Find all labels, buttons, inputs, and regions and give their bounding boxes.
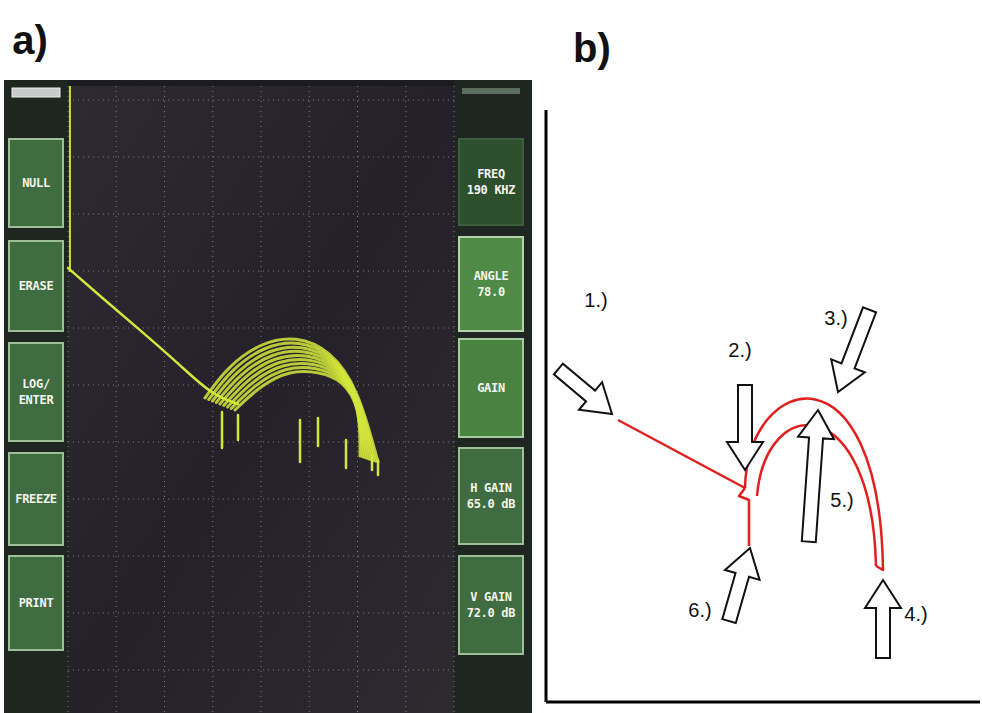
instrument-button: NULL [8,138,64,228]
screen-bezel [4,80,532,713]
callout-arrow [554,364,612,414]
callout-arrow [722,548,759,623]
instrument-button: ANGLE78.0 [458,236,524,332]
plot-axes [546,110,980,702]
button-text: NULL [22,175,50,191]
instrument-button: GAIN [458,338,524,438]
callout-number: 4.) [904,603,927,626]
instrument-button: V GAIN72.0 dB [458,555,524,655]
button-text: FREEZE [15,491,57,507]
status-bar [12,88,60,97]
screen-plot-area [68,86,454,713]
status-bar [462,88,520,94]
signal-trace [68,268,378,475]
screen-axis [69,86,71,272]
panel-label: a) [12,18,48,63]
button-text: 65.0 dB [467,496,515,512]
instrument-button: FREEZE [8,452,64,546]
callout-number: 6.) [688,599,711,622]
button-text: H GAIN [470,480,512,496]
callout-number: 3.) [824,307,847,330]
panel-label: b) [573,26,611,71]
callout-arrow [865,580,901,658]
instrument-button: LOG/ ENTER [8,342,64,442]
callout-number: 2.) [728,339,751,362]
button-column-left [4,80,68,713]
callout-arrow [798,410,834,542]
callout-number: 1.) [584,289,607,312]
button-text: LOG/ ENTER [12,376,60,408]
button-text: 72.0 dB [467,605,515,621]
instrument-button: PRINT [8,555,64,651]
instrument-button: FREQ190 KHZ [458,138,524,226]
button-text: PRINT [19,595,54,611]
callout-number: 5.) [830,489,853,512]
button-text: 78.0 [477,284,505,300]
button-text: FREQ [477,166,505,182]
screen-grid [68,86,454,713]
button-column-right [454,80,532,713]
button-text: ERASE [19,278,54,294]
button-text: V GAIN [470,589,512,605]
button-text: ANGLE [474,268,509,284]
instrument-button: ERASE [8,240,64,332]
button-text: 190 KHZ [467,182,515,198]
button-text: GAIN [477,380,505,396]
callout-arrow [727,385,763,470]
instrument-button: H GAIN65.0 dB [458,447,524,545]
